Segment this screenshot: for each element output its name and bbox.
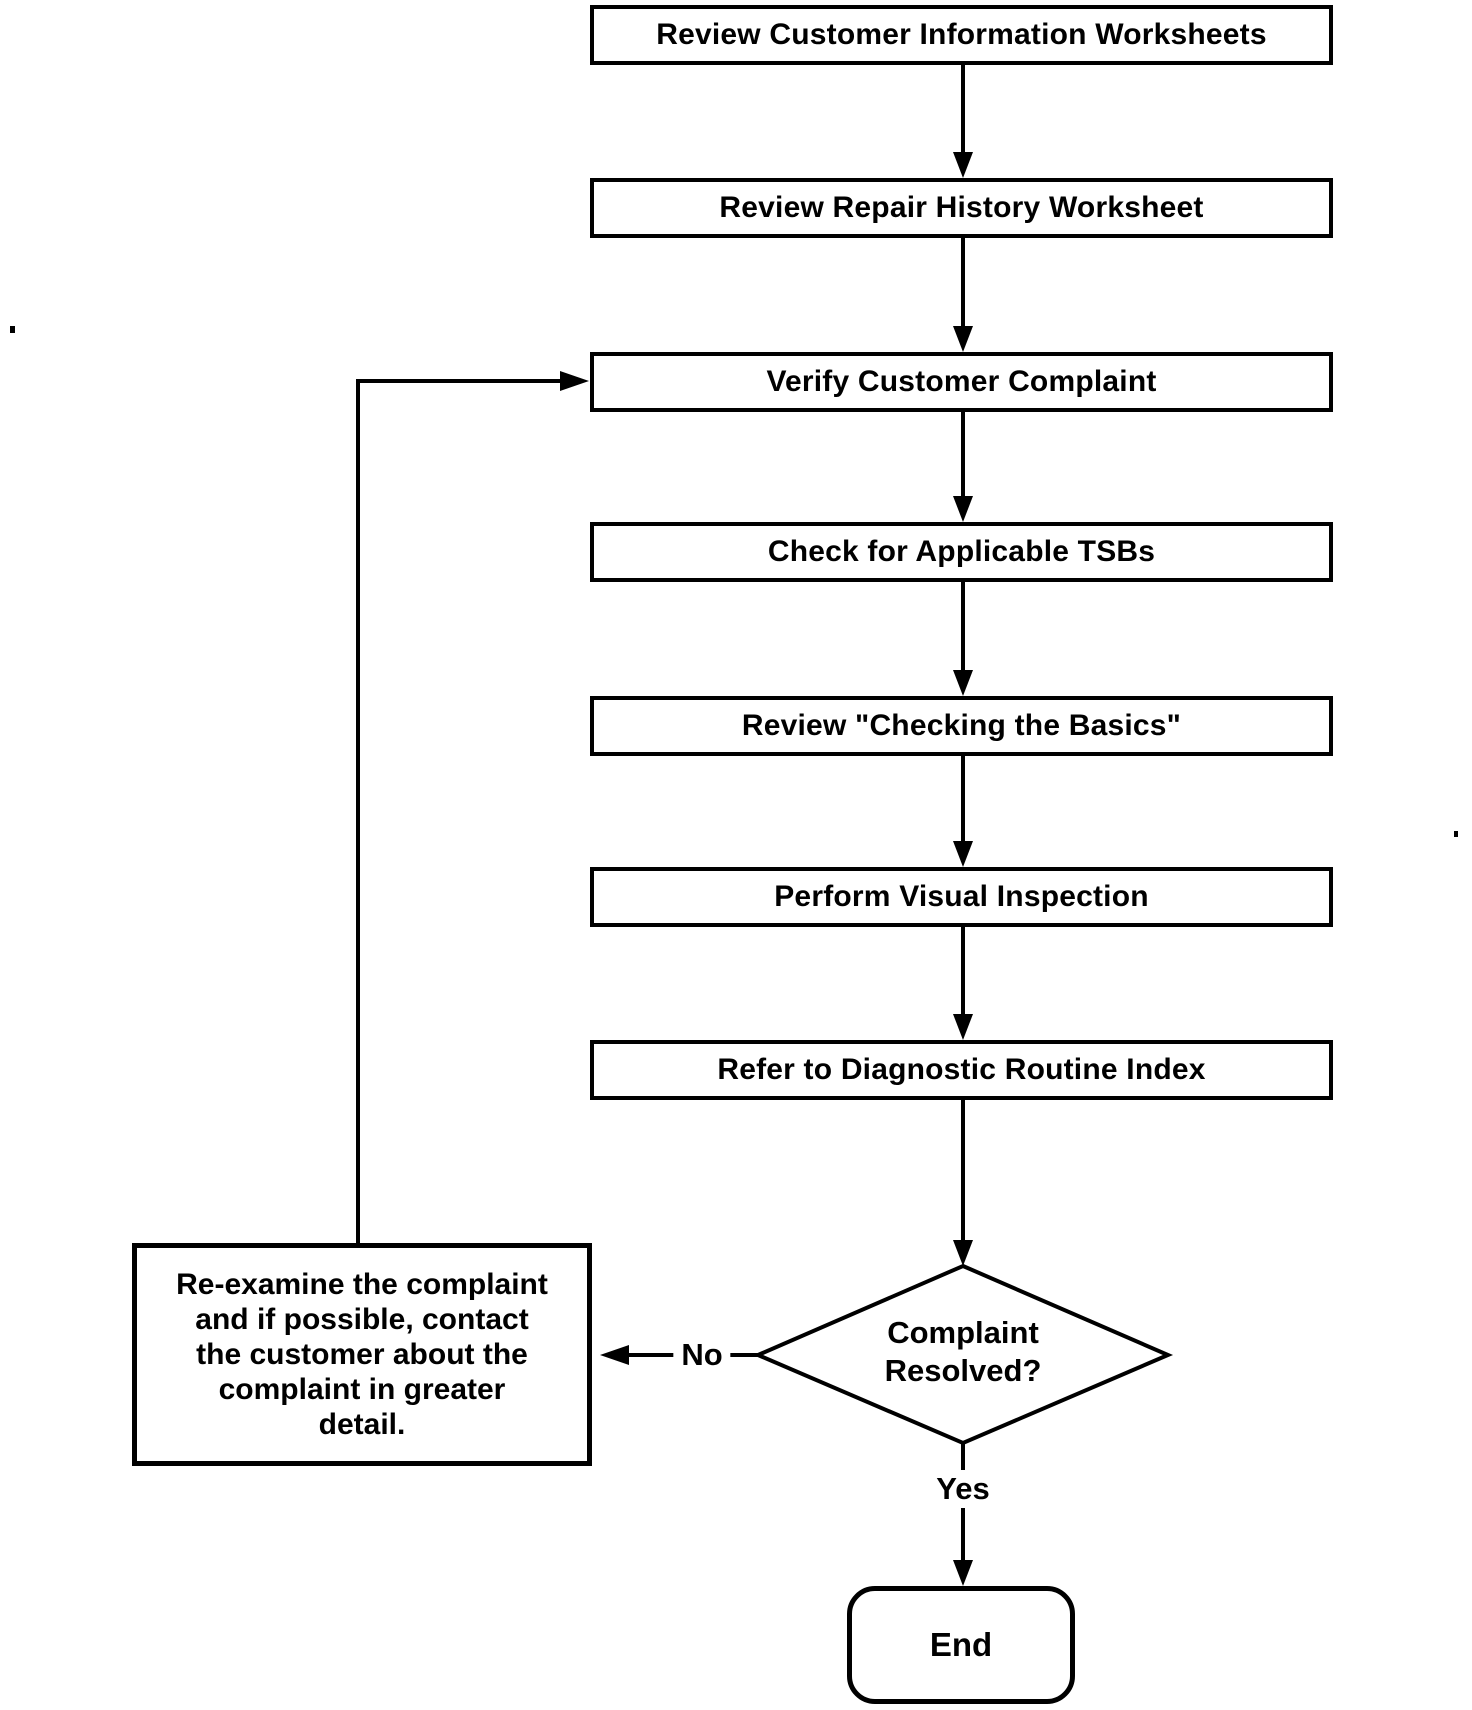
flow-node-label: End: [929, 1626, 993, 1663]
arrowhead-down-icon: [953, 841, 973, 867]
flow-node-label: Verify Customer Complaint: [766, 365, 1157, 398]
arrowhead-down-icon: [953, 1560, 973, 1586]
flow-node-label: Refer to Diagnostic Routine Index: [717, 1053, 1206, 1086]
flow-node-verify-customer-complaint: Verify Customer Complaint: [590, 352, 1333, 412]
decision-line: Complaint: [887, 1315, 1039, 1350]
flow-node-label: Perform Visual Inspection: [774, 880, 1149, 913]
decision-line: Resolved?: [884, 1353, 1042, 1388]
arrowhead-down-icon: [953, 326, 973, 352]
flow-node-label: Review "Checking the Basics": [741, 709, 1182, 742]
scan-artifact-dot: [10, 326, 15, 333]
flow-node-check-applicable-tsbs: Check for Applicable TSBs: [590, 522, 1333, 582]
flow-node-review-checking-basics: Review "Checking the Basics": [590, 696, 1333, 756]
decision-diamond-shape: [752, 1263, 1174, 1446]
reexamine-line: complaint in greater: [218, 1373, 506, 1406]
reexamine-line: the customer about the: [196, 1338, 528, 1371]
flow-node-perform-visual-inspection: Perform Visual Inspection: [590, 867, 1333, 927]
reexamine-line: detail.: [318, 1408, 406, 1441]
reexamine-line: and if possible, contact: [195, 1303, 529, 1336]
flow-node-complaint-resolved-decision: Complaint Resolved?: [885, 1314, 1042, 1390]
arrowhead-down-icon: [953, 1014, 973, 1040]
flow-node-end: End: [847, 1586, 1075, 1704]
flow-node-reexamine-complaint: Re-examine the complaint and if possible…: [132, 1243, 592, 1466]
arrowhead-right-icon: [560, 371, 589, 391]
flow-node-review-customer-info: Review Customer Information Worksheets: [590, 5, 1333, 65]
edge-feedback-loop: [356, 379, 560, 1243]
flow-node-label: Check for Applicable TSBs: [767, 535, 1156, 568]
arrowhead-down-icon: [953, 1240, 973, 1266]
arrowhead-left-icon: [600, 1345, 629, 1365]
edge-label-no: No: [673, 1336, 731, 1374]
arrowhead-down-icon: [953, 670, 973, 696]
scan-artifact-dot: [1454, 831, 1458, 837]
arrowhead-down-icon: [953, 152, 973, 178]
reexamine-line: Re-examine the complaint: [176, 1268, 548, 1301]
flow-node-refer-diagnostic-index: Refer to Diagnostic Routine Index: [590, 1040, 1333, 1100]
flow-node-label: Review Customer Information Worksheets: [656, 18, 1267, 51]
arrowheads: [560, 152, 973, 1586]
flow-node-label: Review Repair History Worksheet: [719, 191, 1204, 224]
flow-node-review-repair-history: Review Repair History Worksheet: [590, 178, 1333, 238]
arrowhead-down-icon: [953, 496, 973, 522]
edge-label-yes: Yes: [928, 1470, 998, 1508]
